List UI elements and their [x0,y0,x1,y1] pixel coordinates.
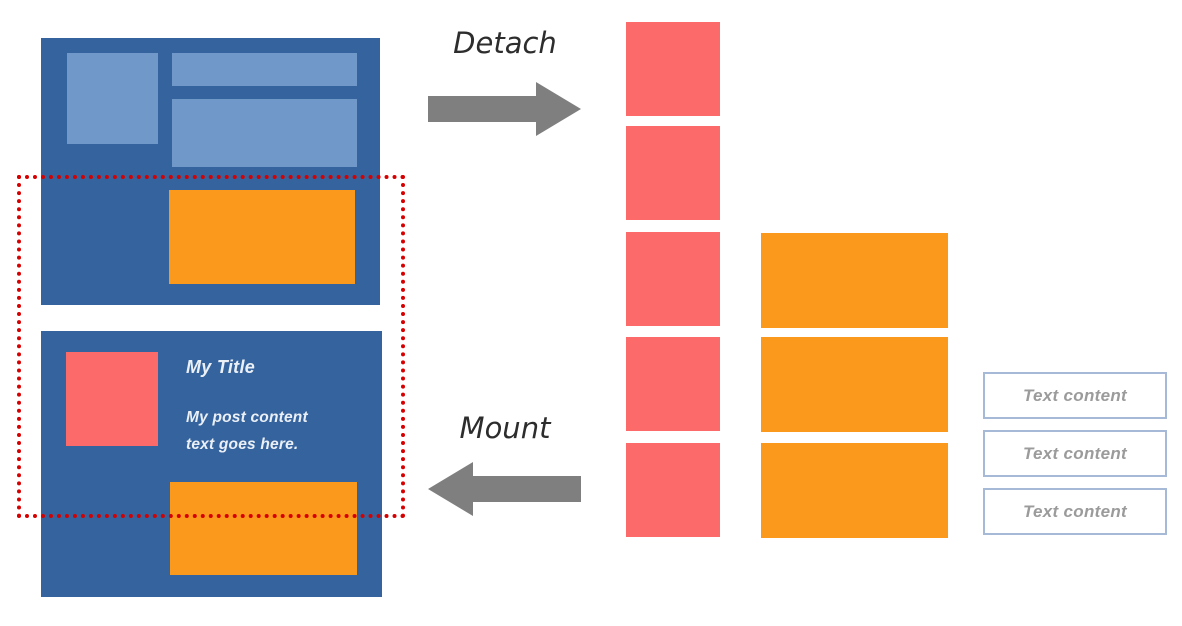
orange-component-block [170,482,357,575]
post-title-text: My Title [186,357,256,377]
detached-orange-node [761,443,948,538]
text-content-box: Text content [983,372,1167,419]
detached-orange-node [761,337,948,432]
placeholder-block-square [67,53,158,144]
post-content-line2: text goes here. [186,436,299,453]
right-arrow-icon [428,82,581,136]
detached-pink-node [626,232,720,326]
mount-label: Mount [459,411,551,445]
detached-pink-node [626,22,720,116]
text-content-box: Text content [983,430,1167,477]
post-content-text: My post content text goes here. [186,404,308,458]
detached-pink-node [626,443,720,537]
orange-component-block [169,190,355,284]
detached-pink-node [626,337,720,431]
left-arrow-icon [428,462,581,516]
pink-component-block [66,352,158,446]
post-content-line1: My post content [186,409,308,426]
detach-label: Detach [453,26,557,60]
dom-card-bottom: My Title My post content text goes here. [41,331,382,597]
placeholder-block-bar [172,53,357,86]
dom-card-top [41,38,380,305]
text-content-box: Text content [983,488,1167,535]
placeholder-block-bar [172,99,357,167]
detached-pink-node [626,126,720,220]
detach-region-outline [17,175,405,518]
detached-orange-node [761,233,948,328]
